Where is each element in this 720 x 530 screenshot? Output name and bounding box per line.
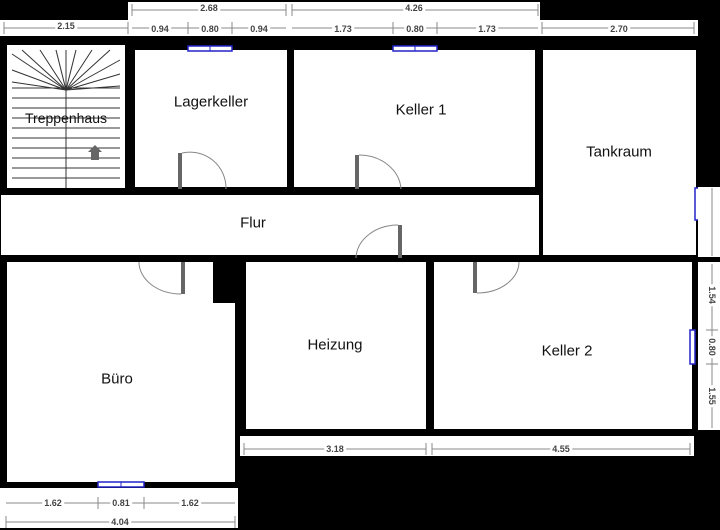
window-office: [97, 481, 145, 488]
dim-top-cellar1-left: 1.73: [332, 24, 354, 34]
dim-top-tank: 2.70: [608, 24, 630, 34]
room-label-heating: Heizung: [307, 336, 363, 354]
dim-bottom-office-left: 1.62: [42, 498, 64, 508]
dim-bottom-office-window: 0.81: [110, 498, 132, 508]
dim-top-cellar1-right: 1.73: [476, 24, 498, 34]
window-cellar-1: [392, 45, 438, 52]
room-label-cellar-1: Keller 1: [395, 101, 447, 119]
dim-top-stair: 2.15: [55, 21, 77, 31]
dim-top-cellar1-total: 4.26: [403, 3, 425, 13]
stair-direction-arrow-icon: [88, 145, 102, 160]
dim-bottom-office-total: 4.04: [109, 517, 131, 527]
dim-right-lower: 1.55: [707, 385, 717, 407]
dim-bottom-heating: 3.18: [324, 444, 346, 454]
room-label-storage-cellar: Lagerkeller: [173, 93, 249, 111]
door-storage: [178, 151, 227, 190]
room-storage-cellar: [135, 50, 287, 187]
room-cellar-1: [294, 50, 535, 187]
door-office: [138, 261, 185, 295]
room-hallway: [1, 195, 539, 255]
room-heating: [246, 262, 426, 429]
dim-top-storage-total: 2.68: [198, 3, 220, 13]
dim-top-storage-window: 0.80: [199, 24, 221, 34]
door-cellar-1: [355, 154, 402, 190]
door-hallway: [355, 224, 402, 259]
room-tank-room: [543, 50, 696, 255]
dim-right-window: 0.80: [707, 336, 717, 358]
room-office-lower: [7, 303, 235, 482]
dim-bottom-cellar2: 4.55: [550, 444, 572, 454]
dim-top-storage-left: 0.94: [149, 24, 171, 34]
room-label-cellar-2: Keller 2: [541, 342, 593, 360]
dim-right-upper: 1.54: [707, 284, 717, 306]
door-cellar-2: [473, 261, 520, 294]
room-label-tank-room: Tankraum: [586, 143, 652, 161]
dim-top-cellar1-window: 0.80: [404, 24, 426, 34]
dim-top-storage-right: 0.94: [248, 24, 270, 34]
window-cellar-2: [689, 329, 696, 365]
room-label-stairwell: Treppenhaus: [25, 110, 107, 126]
window-storage: [187, 45, 233, 52]
staircase: [11, 49, 121, 188]
room-label-office: Büro: [101, 370, 133, 388]
dim-bottom-office-right: 1.62: [179, 498, 201, 508]
room-label-hallway: Flur: [240, 214, 266, 232]
